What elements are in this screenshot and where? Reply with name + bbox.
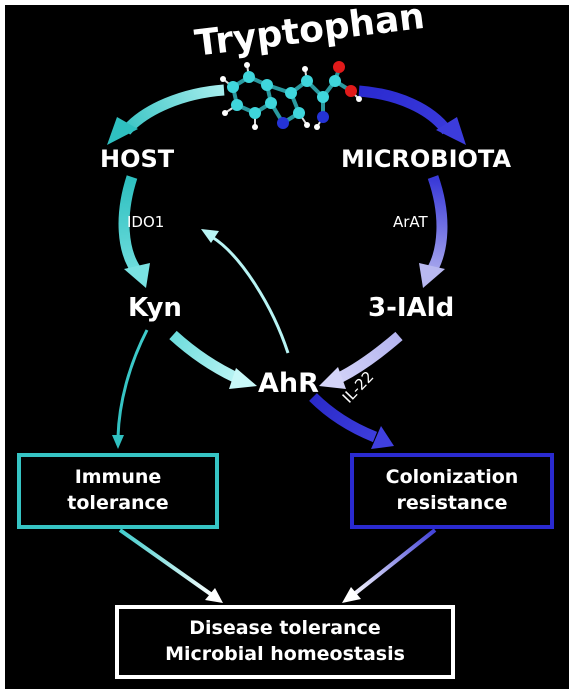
kyn-to-immune-arrow xyxy=(116,329,149,438)
immune-to-outcome-arrowhead xyxy=(205,588,223,603)
tryptophan-molecule-icon xyxy=(220,61,362,130)
kyn-to-immune-arrowhead xyxy=(112,435,124,449)
ahr-to-ido1-feedback-arrow xyxy=(211,235,290,354)
ahr-to-ido1-feedback-arrowhead xyxy=(201,229,219,243)
tryptophan-to-host-arrowhead xyxy=(107,117,138,145)
kyn-to-ahr-arrowhead xyxy=(229,368,257,389)
immune-tolerance-line-1: Immune xyxy=(74,466,162,489)
tryptophan-to-microbiota-arrow xyxy=(358,85,452,135)
iald-label: 3-IAld xyxy=(368,293,455,323)
outcome-line-2: Microbial homeostasis xyxy=(165,643,405,665)
diagram-canvas: Tryptophan HOST MICROBIOTA Kyn 3-IAld Ah… xyxy=(5,5,569,689)
outcome-box: Disease tolerance Microbial homeostasis xyxy=(115,605,455,679)
microbiota-to-iald-arrow xyxy=(427,175,448,273)
ido1-label: IDO1 xyxy=(127,213,165,231)
colonization-resistance-line-2: resistance xyxy=(396,492,508,514)
tryptophan-to-host-arrow xyxy=(121,84,225,135)
microbiota-to-iald-arrowhead xyxy=(419,263,445,288)
kyn-to-ahr-arrow xyxy=(169,330,242,385)
iald-to-ahr-arrow xyxy=(336,331,403,383)
outcome-line-1: Disease tolerance xyxy=(189,617,381,640)
ahr-to-colonization-arrow xyxy=(309,393,378,443)
immune-to-outcome-arrow xyxy=(118,528,214,597)
host-to-kyn-arrow xyxy=(118,175,141,274)
colonization-to-outcome-arrowhead xyxy=(342,587,361,603)
colonization-resistance-line-1: Colonization xyxy=(385,466,519,489)
kyn-label: Kyn xyxy=(128,293,182,323)
colonization-to-outcome-arrow xyxy=(351,528,437,597)
microbiota-label: MICROBIOTA xyxy=(341,145,512,173)
arat-label: ArAT xyxy=(393,213,428,231)
tryptophan-to-microbiota-arrowhead xyxy=(436,117,466,145)
host-label: HOST xyxy=(100,145,175,173)
colonization-resistance-box: Colonization resistance xyxy=(350,453,554,529)
iald-to-ahr-arrowhead xyxy=(319,367,346,389)
immune-tolerance-box: Immune tolerance xyxy=(17,453,219,529)
ahr-to-colonization-arrowhead xyxy=(371,426,394,449)
diagram-graphics xyxy=(107,61,466,603)
immune-tolerance-line-2: tolerance xyxy=(67,492,169,514)
host-to-kyn-arrowhead xyxy=(124,263,150,288)
ahr-label: AhR xyxy=(258,368,319,399)
